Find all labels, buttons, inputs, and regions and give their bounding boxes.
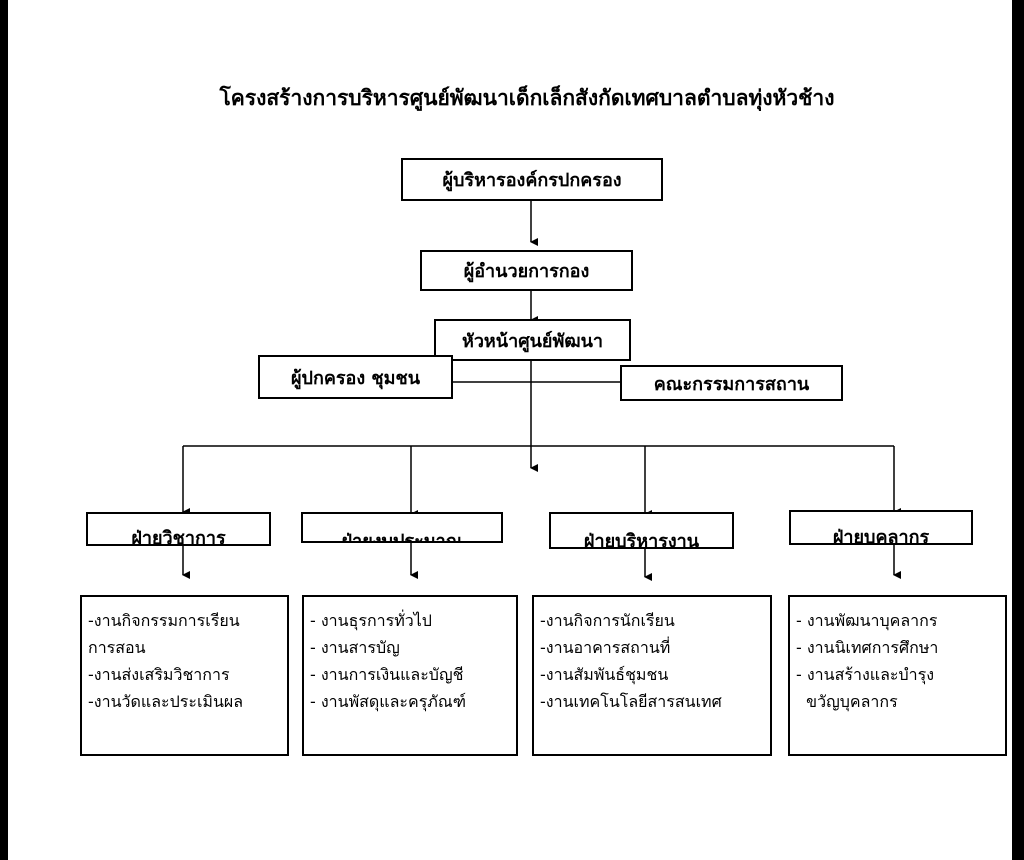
task-item: -งานกิจกรรมการเรียน (88, 611, 240, 630)
task-item: - งานการเงินและบัญชี (310, 665, 464, 684)
task-item: - งานสร้างและบำรุง (796, 665, 935, 684)
task-item: -งานอาคารสถานที่ (540, 638, 671, 657)
division-general: ฝ่ายบริหารงาน (549, 512, 734, 549)
node-committee: คณะกรรมการสถาน (620, 365, 843, 401)
division-personnel: ฝ่ายบุคลากร (789, 510, 973, 545)
task-item: -งานกิจการนักเรียน (540, 611, 675, 630)
node-label: คณะกรรมการสถาน (653, 373, 810, 395)
task-item: การสอน (88, 638, 146, 657)
detail-academic: -งานกิจกรรมการเรียนการสอน -งานส่งเสริมวิช… (80, 595, 289, 756)
node-head: หัวหน้าศูนย์พัฒนา (434, 319, 631, 361)
division-label: ฝ่ายบริหารงาน (583, 531, 700, 549)
division-budget: ฝ่ายงบประมาณ (301, 512, 503, 543)
node-label: ผู้บริหารองค์กรปกครอง (442, 170, 622, 191)
task-item: - งานพัสดุและครุภัณฑ์ (310, 692, 466, 711)
division-label: ฝ่ายบุคลากร (832, 527, 930, 545)
detail-personnel: - งานพัฒนาบุคลากร - งานนิเทศการศึกษา - งาน… (788, 595, 1007, 756)
node-label: ผู้ปกครอง ชุมชน (290, 367, 421, 389)
task-item: -งานเทคโนโลยีสารสนเทศ (540, 692, 722, 711)
task-item: -งานส่งเสริมวิชาการ (88, 665, 230, 684)
task-item: -งานสัมพันธ์ชุมชน (540, 665, 669, 684)
node-executive: ผู้บริหารองค์กรปกครอง (401, 158, 663, 201)
task-item: - งานธุรการทั่วไป (310, 611, 432, 630)
node-label: ผู้อำนวยการกอง (463, 261, 590, 282)
node-director: ผู้อำนวยการกอง (420, 250, 633, 291)
node-label: หัวหน้าศูนย์พัฒนา (461, 330, 604, 352)
detail-general: -งานกิจการนักเรียน -งานอาคารสถานที่ -งานสั… (532, 595, 772, 756)
division-label: ฝ่ายงบประมาณ (341, 531, 463, 543)
task-item: -งานวัดและประเมินผล (88, 692, 244, 711)
node-parents: ผู้ปกครอง ชุมชน (258, 355, 453, 399)
chart-title: โครงสร้างการบริหารศูนย์พัฒนาเด็กเล็กสังก… (219, 86, 835, 110)
detail-budget: - งานธุรการทั่วไป - งานสารบัญ - งานการเงิน… (302, 595, 518, 756)
task-item: ขวัญบุคลากร (796, 692, 898, 711)
task-item: - งานพัฒนาบุคลากร (796, 611, 938, 630)
division-academic: ฝ่ายวิชาการ (86, 512, 271, 546)
task-item: - งานนิเทศการศึกษา (796, 638, 939, 657)
document-page (8, 0, 1012, 860)
division-label: ฝ่ายวิชาการ (131, 528, 226, 546)
task-item: - งานสารบัญ (310, 638, 400, 657)
